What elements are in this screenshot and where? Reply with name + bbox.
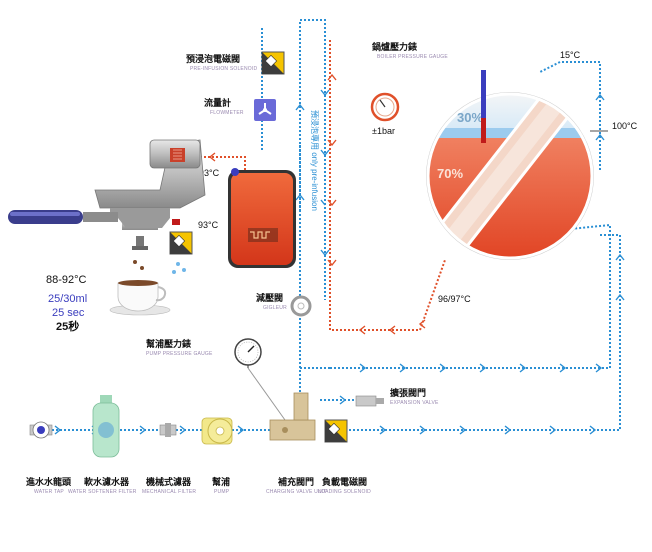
charging-label: 補充閥門	[277, 476, 314, 487]
steam-percentage: 30%	[457, 110, 483, 125]
mech-filter-label: 機械式濾器	[146, 476, 192, 487]
pump	[201, 417, 233, 445]
charging-valve-unit	[269, 392, 316, 441]
flowmeter	[254, 99, 276, 121]
brew-time-cn: 25秒	[56, 319, 79, 333]
pump-pressure-gauge	[234, 338, 286, 421]
loading-label: 負載電磁閥	[322, 476, 367, 487]
pump-gauge-sublabel: PUMP PRESSURE GAUGE	[146, 351, 213, 357]
mechanical-filter	[159, 423, 177, 437]
preinfusion-sublabel: PRE-INFUSION SOLENOID	[190, 66, 257, 72]
softener-label: 軟水濾水器	[84, 476, 130, 487]
water-tap	[29, 421, 53, 439]
water-tap-sublabel: WATER TAP	[34, 489, 64, 495]
pump-label: 幫浦	[212, 476, 230, 487]
flowmeter-label: 流量計	[204, 97, 231, 108]
water-percentage: 70%	[437, 166, 463, 181]
mech-filter-sublabel: MECHANICAL FILTER	[142, 489, 196, 495]
steam-boiler: 30% 70%	[426, 70, 594, 260]
group-head-temp: 93°C	[198, 220, 219, 230]
charging-sublabel: CHARGING VALVE UNIT	[266, 489, 327, 495]
coffee-cup	[109, 260, 171, 316]
boiler-gauge-label: 鍋爐壓力錶	[372, 41, 418, 52]
expansion-label: 擴張閥門	[390, 387, 426, 398]
pump-gauge-label: 幫浦壓力錶	[146, 338, 192, 349]
pump-sublabel: PUMP	[214, 489, 230, 495]
group-solenoid	[169, 231, 193, 274]
water-softener-filter	[92, 395, 120, 458]
flowmeter-sublabel: FLOWMETER	[210, 110, 244, 116]
bar-label: ±1bar	[372, 126, 395, 136]
hot-water-pipes	[200, 40, 446, 331]
loading-solenoid	[324, 419, 348, 443]
boiler-pressure-gauge	[370, 92, 400, 122]
steam-top-temp: 15°C	[560, 50, 581, 60]
pre-infusion-solenoid	[261, 51, 285, 75]
brew-temp: 88-92°C	[46, 274, 87, 286]
steam-bottom-temp: 96/97°C	[438, 294, 471, 304]
brew-time: 25 sec	[52, 307, 85, 319]
gicleur-label: 減壓閥	[256, 292, 283, 303]
expansion-sublabel: EXPANSION VALVE	[390, 400, 439, 406]
softener-sublabel: WATER SOFTENER FILTER	[68, 489, 137, 495]
brew-volume: 25/30ml	[48, 293, 87, 305]
pre-infusion-note: 預浸泡專用 only pre-infusion	[310, 110, 320, 211]
steam-right-temp: 100°C	[612, 121, 638, 131]
loading-sublabel: LOADING SOLENOID	[318, 489, 371, 495]
hot-flow-arrows	[208, 73, 426, 335]
brew-boiler	[228, 168, 296, 268]
brew-boiler-temp: 93°C	[199, 168, 220, 178]
portafilter	[8, 208, 170, 250]
water-tap-label: 進水水龍頭	[26, 476, 72, 487]
gicleur-sublabel: GIGLEUR	[263, 305, 287, 311]
water-pipes	[40, 19, 621, 431]
boiler-gauge-sublabel: BOILER PRESSURE GAUGE	[377, 54, 448, 60]
expansion-valve	[355, 395, 384, 407]
gicleur	[290, 295, 312, 317]
preinfusion-label: 預浸泡電磁閥	[186, 53, 240, 64]
